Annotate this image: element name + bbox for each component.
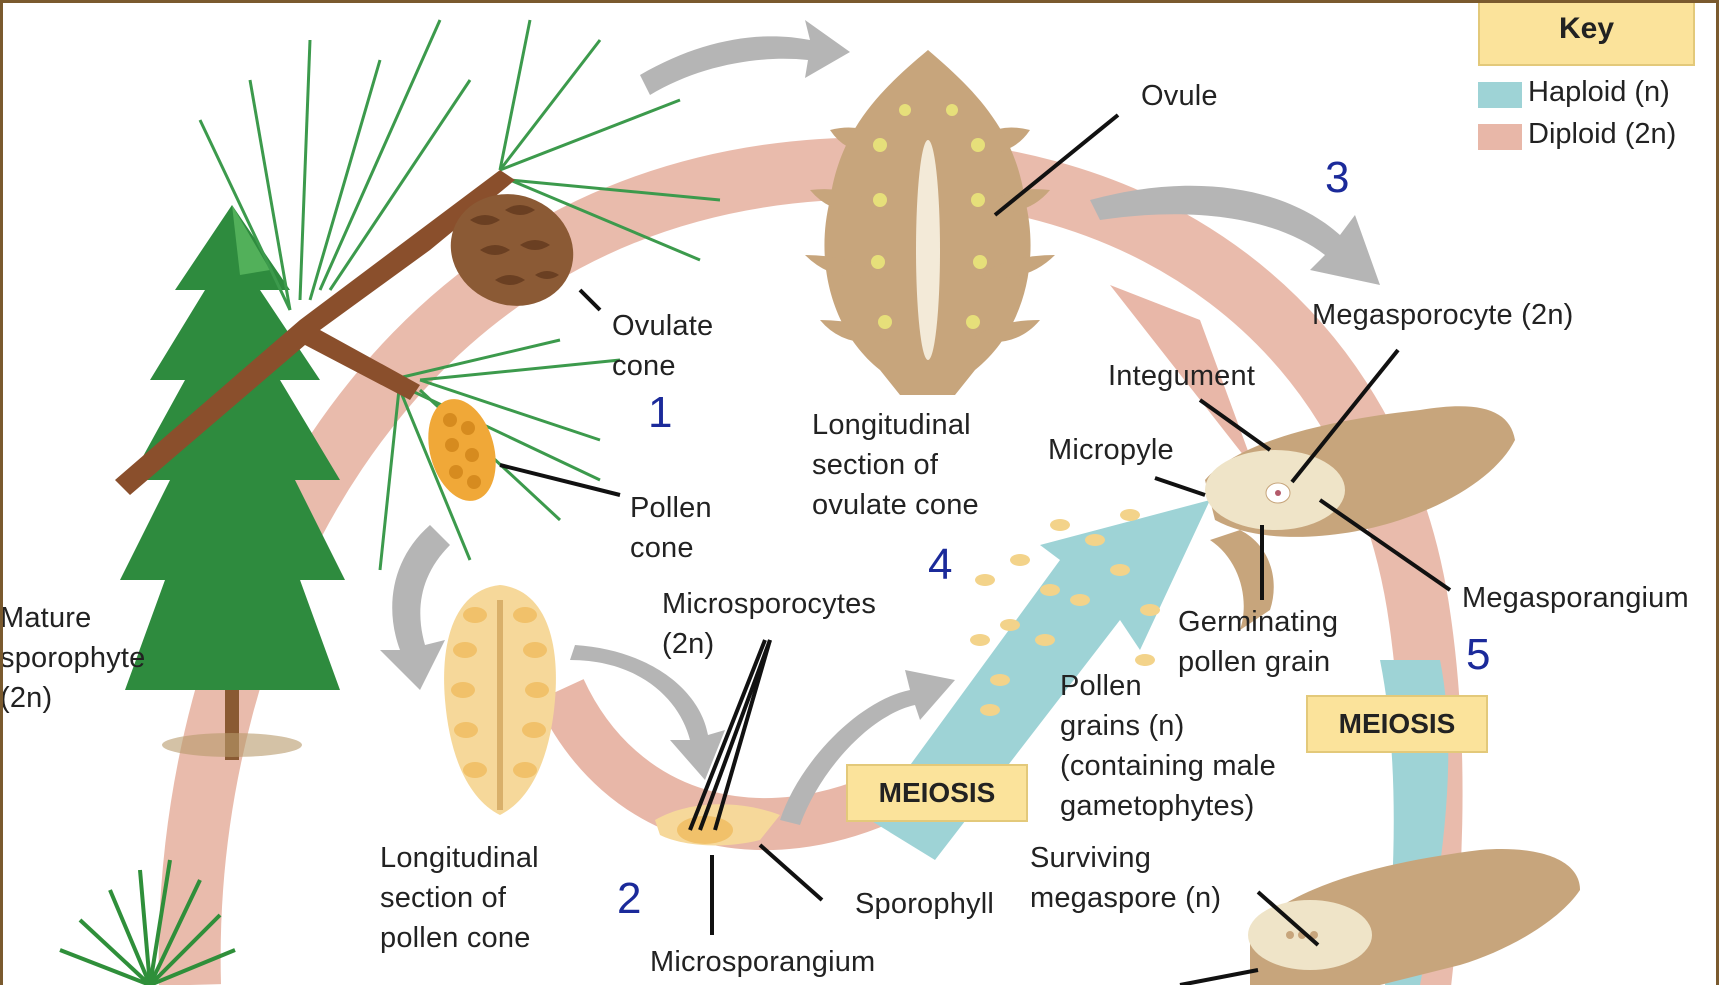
step-number-1: 1	[648, 388, 672, 438]
pollen-grains-label-4: gametophytes)	[1060, 786, 1254, 826]
key-diploid-label: Diploid (2n)	[1528, 118, 1676, 151]
step-number-2: 2	[617, 874, 641, 924]
germinating-label-1: Germinating	[1178, 602, 1338, 642]
long-ovulate-label-1: Longitudinal	[812, 405, 971, 445]
step-number-4: 4	[928, 540, 952, 590]
meiosis-box-male: MEIOSIS	[846, 764, 1028, 822]
megasporangium-label: Megasporangium	[1462, 578, 1689, 618]
long-pollen-label-2: section of	[380, 878, 506, 918]
pollen-cone-section	[444, 585, 556, 815]
long-pollen-label-1: Longitudinal	[380, 838, 539, 878]
ovulate-cone-section	[805, 50, 1055, 395]
micropyle-label: Micropyle	[1048, 430, 1174, 470]
ovulate-cone-label-2: cone	[612, 346, 676, 386]
pollen-grains-label-3: (containing male	[1060, 746, 1276, 786]
pollen-grains-label-1: Pollen	[1060, 666, 1142, 706]
ovulate-cone-label-1: Ovulate	[612, 306, 713, 346]
pollen-cone-label-2: cone	[630, 528, 694, 568]
key-haploid-label: Haploid (n)	[1528, 76, 1670, 109]
ovule-label: Ovule	[1141, 76, 1218, 116]
mature-sporophyte-label-1: Mature	[0, 598, 91, 638]
surviving-megaspore-label-1: Surviving	[1030, 838, 1151, 878]
pollen-cone-label-1: Pollen	[630, 488, 712, 528]
ovule-bottom	[1248, 849, 1580, 985]
mature-sporophyte-label-3: (2n)	[0, 678, 52, 718]
microsporocytes-label-1: Microsporocytes	[662, 584, 876, 624]
long-ovulate-label-2: section of	[812, 445, 938, 485]
integument-label: Integument	[1108, 356, 1255, 396]
haploid-swatch	[1478, 82, 1522, 108]
gray-arrow-left	[380, 525, 450, 690]
sporophyll-label: Sporophyll	[855, 884, 994, 924]
gray-arrow-top	[640, 20, 850, 95]
diploid-swatch	[1478, 124, 1522, 150]
meiosis-box-female: MEIOSIS	[1306, 695, 1488, 753]
megasporocyte-label: Megasporocyte (2n)	[1312, 295, 1574, 335]
mature-sporophyte-label-2: sporophyte	[0, 638, 146, 678]
microsporangium-label: Microsporangium	[650, 942, 875, 982]
long-ovulate-label-3: ovulate cone	[812, 485, 979, 525]
long-pollen-label-3: pollen cone	[380, 918, 531, 958]
germinating-label-2: pollen grain	[1178, 642, 1330, 682]
pollen-grains-label-2: grains (n)	[1060, 706, 1185, 746]
step-number-3: 3	[1325, 153, 1349, 203]
step-number-5: 5	[1466, 630, 1490, 680]
pollen-cone	[418, 391, 507, 508]
microsporocytes-label-2: (2n)	[662, 624, 714, 664]
surviving-megaspore-label-2: megaspore (n)	[1030, 878, 1221, 918]
key-title: Key	[1478, 0, 1695, 66]
